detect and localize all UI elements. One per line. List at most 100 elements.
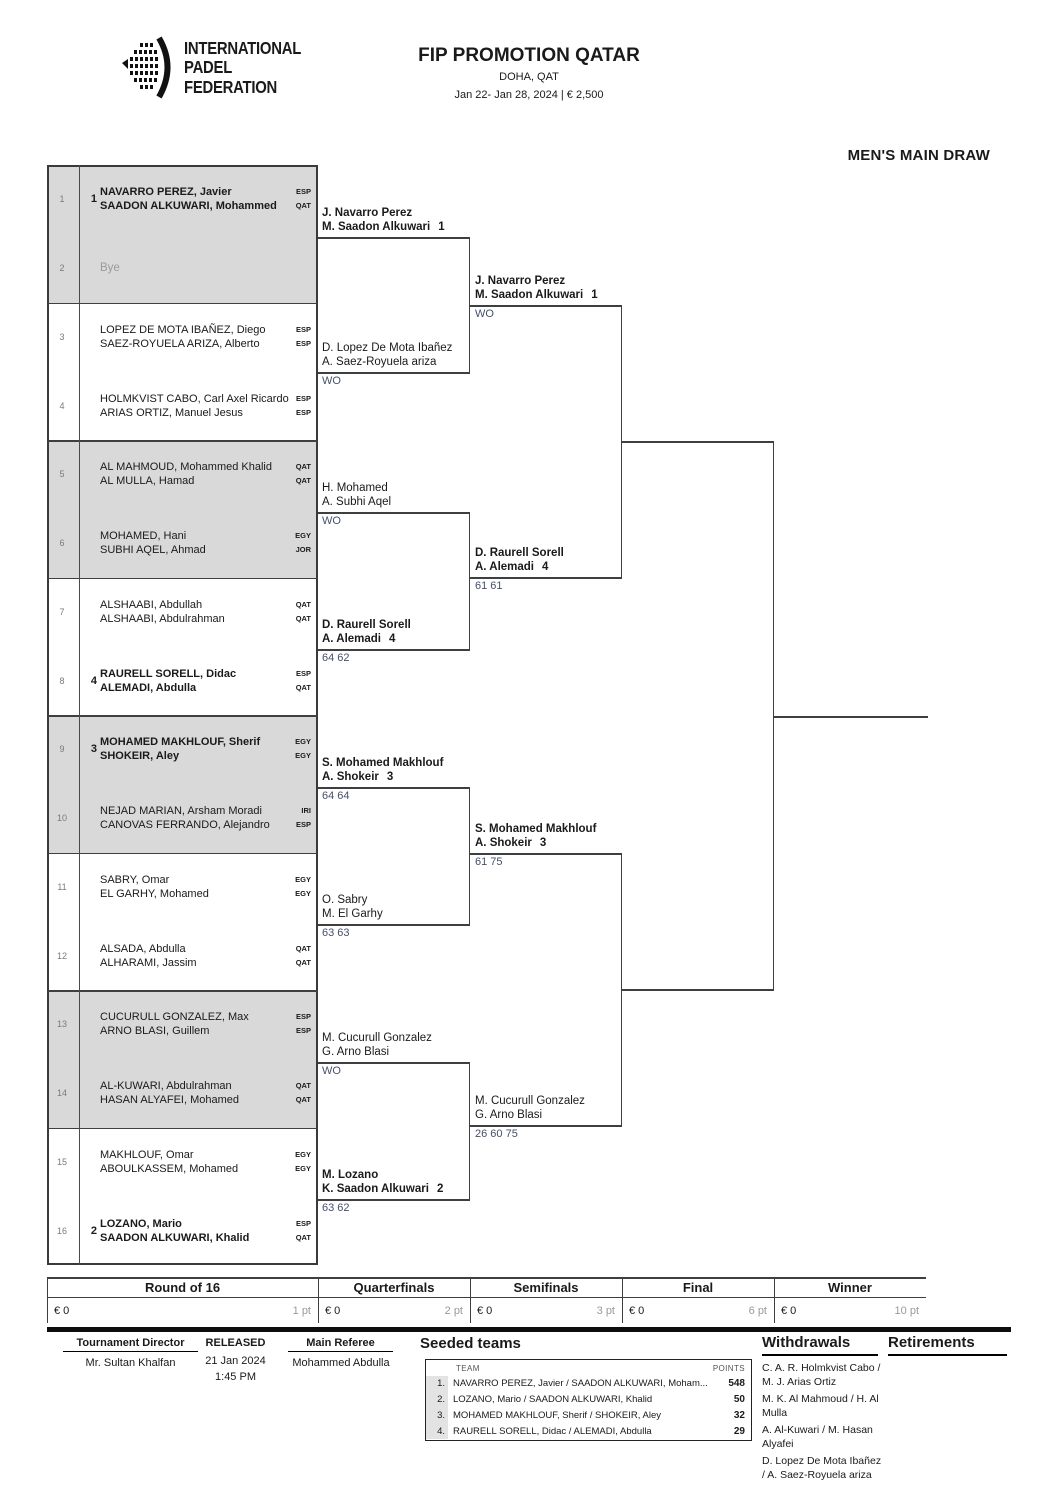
points-table-divider [774, 1277, 775, 1323]
pair-separator [47, 302, 318, 304]
pair-separator [47, 852, 318, 854]
seeded-table-row: 3. MOHAMED MAKHLOUF, Sherif / SHOKEIR, A… [426, 1407, 751, 1424]
withdrawal-item: M. K. Al Mahmoud / H. Al Mulla [762, 1393, 879, 1419]
main-referee-name: Mohammed Abdulla [292, 1357, 390, 1369]
bracket-connector [468, 512, 470, 651]
bracket-connector [620, 853, 622, 1127]
grey-pair-block [47, 715, 318, 853]
federation-logo-text: INTERNATIONAL PADEL FEDERATION [184, 37, 302, 98]
points-table-top-border [47, 1277, 926, 1279]
tournament-director-name: Mr. Sultan Khalfan [85, 1357, 176, 1369]
pair-separator [47, 440, 318, 442]
match-score: 61 61 [475, 580, 503, 592]
released-date: 21 Jan 2024 [205, 1355, 266, 1367]
qf-entry-3: H. Mohamed A. Subhi Aqel [322, 482, 392, 508]
released-label: RELEASED [205, 1337, 266, 1349]
logo-line: PADEL [184, 57, 233, 78]
grey-pair-block [47, 165, 318, 303]
slot-number: 5 [59, 469, 65, 480]
slot-number: 9 [59, 744, 65, 755]
round-label: Round of 16 [144, 1280, 221, 1295]
seed-number: 1 [90, 193, 97, 206]
final-line-top [622, 441, 774, 443]
points-table-mid-border [47, 1296, 926, 1298]
slot-number: 16 [56, 1225, 67, 1236]
match-score: 61 75 [475, 856, 503, 868]
match-score: WO [322, 515, 341, 527]
federation-logo: INTERNATIONAL PADEL FEDERATION [122, 36, 322, 100]
logo-line: INTERNATIONAL [184, 37, 302, 58]
slot-number: 7 [59, 606, 65, 617]
match-score: 63 63 [322, 927, 350, 939]
tournament-title: FIP PROMOTION QATAR [418, 45, 640, 66]
bracket-line [318, 237, 470, 239]
bracket-line [318, 512, 470, 514]
qf-entry-2: D. Lopez De Mota Ibañez A. Saez-Royuela … [322, 342, 453, 368]
bracket-line [470, 853, 622, 855]
pair-separator [47, 577, 318, 579]
bracket-connector [468, 1062, 470, 1201]
released-time: 1:45 PM [215, 1371, 256, 1383]
bracket-line [470, 305, 622, 307]
tournament-dates-prize: Jan 22- Jan 28, 2024 | € 2,500 [454, 89, 604, 101]
slot-number: 14 [56, 1088, 67, 1099]
round-label: Final [682, 1280, 714, 1295]
seeded-table-header: TEAM POINTS [456, 1363, 745, 1373]
grey-pair-block [47, 440, 318, 578]
match-score: 64 64 [322, 790, 350, 802]
seed-number: 4 [90, 674, 97, 687]
federation-logo-icon [122, 36, 171, 99]
bracket-connector [772, 441, 774, 991]
bracket-line [470, 577, 622, 579]
points-table-divider [622, 1277, 623, 1323]
slot-number: 15 [56, 1156, 67, 1167]
match-score: WO [475, 308, 494, 320]
pair-separator [47, 990, 318, 992]
bracket-connector [620, 305, 622, 579]
slot-number: 6 [59, 538, 65, 549]
seeded-table-row: 4. RAURELL SORELL, Didac / ALEMADI, Abdu… [426, 1423, 751, 1440]
withdrawals-label: Withdrawals [762, 1334, 878, 1356]
slot-number: 8 [59, 675, 65, 686]
seed-number: 3 [90, 743, 97, 756]
qf-entry-6: O. Sabry M. El Garhy [322, 894, 383, 920]
slot-number: 1 [59, 194, 65, 205]
bracket-line [318, 1062, 470, 1064]
bracket-line [318, 372, 470, 374]
match-score: 26 60 75 [475, 1128, 518, 1140]
slot-number: 12 [56, 950, 67, 961]
